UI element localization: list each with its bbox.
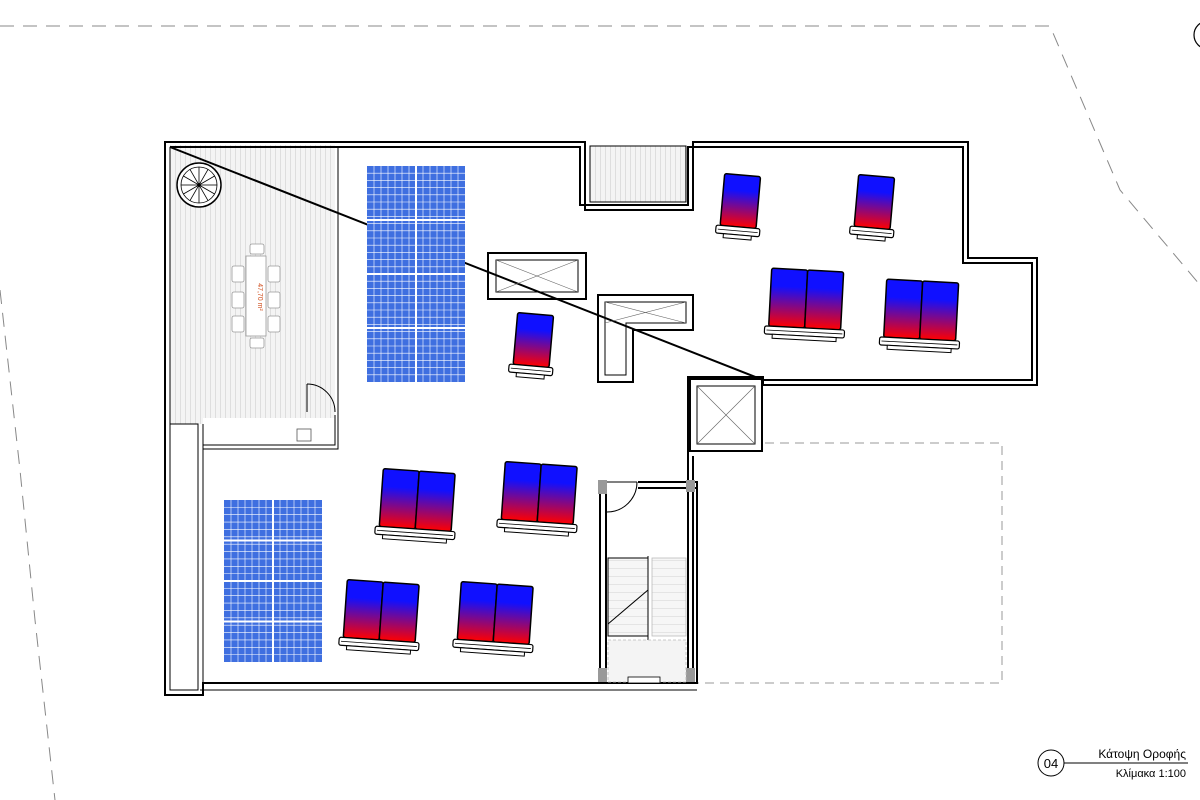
drawing-title: Κάτοψη Οροφής <box>1098 747 1186 761</box>
solar-collector-double <box>763 267 846 343</box>
spiral-staircase-icon <box>176 162 222 208</box>
solar-collector-double <box>338 578 420 655</box>
plot-boundary <box>0 25 1200 800</box>
spiral-tread <box>189 186 199 201</box>
pv-array <box>367 166 465 382</box>
lower-level-outline <box>697 442 1003 684</box>
north-arrow-fragment <box>1193 22 1200 48</box>
solar-collector-double <box>374 467 456 544</box>
skylight-icon <box>487 252 763 452</box>
parapet-lines <box>169 147 697 691</box>
spiral-tread <box>200 175 215 185</box>
solar-collector-double <box>878 278 961 354</box>
solar-collector-double <box>496 460 578 537</box>
spiral-tread <box>183 185 198 195</box>
pv-arrays <box>224 166 465 662</box>
solar-collector-single <box>849 173 896 242</box>
spiral-tread <box>189 169 199 184</box>
terrace-area-label: 47,70 m² <box>256 283 263 311</box>
dining-table <box>231 243 281 349</box>
sheet-number: 04 <box>1044 756 1058 771</box>
pv-array <box>224 500 322 662</box>
wall-end-caps <box>598 480 695 682</box>
drawing-scale: Κλίμακα 1:100 <box>1116 768 1186 780</box>
solar-collectors <box>338 172 961 657</box>
spiral-tread <box>199 169 209 184</box>
spiral-tread <box>199 186 209 201</box>
spiral-tread <box>183 175 198 185</box>
solar-collector-single <box>715 172 762 241</box>
top-stair-hatch <box>589 145 687 203</box>
title-block: 04 Κάτοψη Οροφής Κλίμακα 1:100 <box>1037 747 1188 780</box>
solar-collector-double <box>452 580 534 657</box>
staircase <box>607 556 687 684</box>
door-swing-icon <box>306 383 638 513</box>
solar-collector-single <box>508 311 555 380</box>
spiral-tread <box>200 185 215 195</box>
wall-box <box>296 428 312 442</box>
